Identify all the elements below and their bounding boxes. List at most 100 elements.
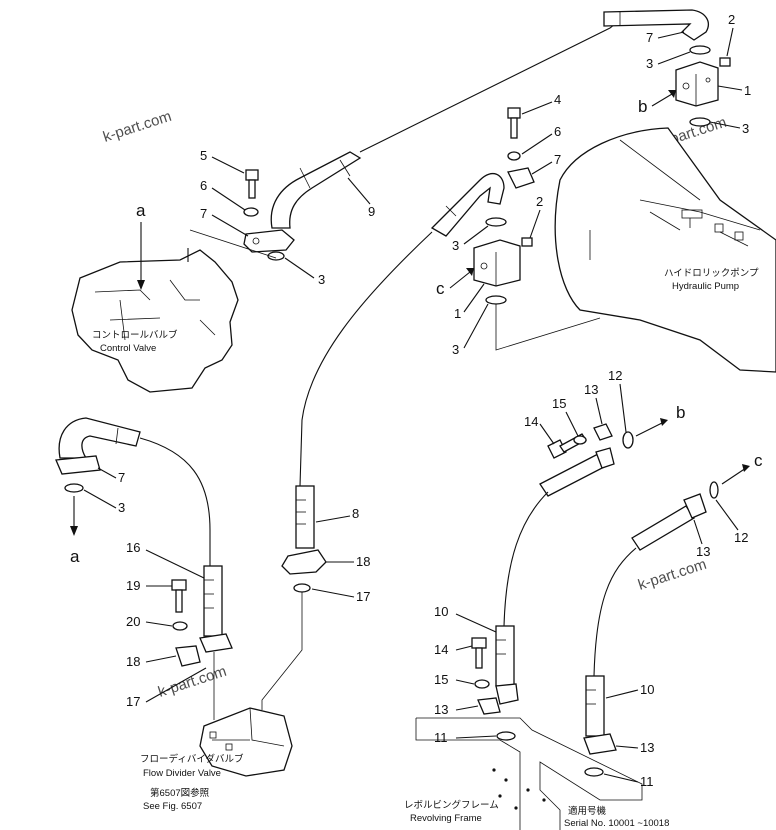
part-number-2-top: 2 — [728, 12, 735, 27]
revolving-frame-label-jp: レボルビングフレーム — [404, 799, 499, 811]
part-number-18-center: 18 — [356, 554, 370, 569]
part-number-3-mid: 3 — [742, 121, 749, 136]
watermark: k-part.com — [636, 556, 709, 594]
o-ring-3-top — [689, 45, 711, 55]
part-number-1-top: 1 — [744, 83, 751, 98]
control-valve-label-en: Control Valve — [100, 343, 156, 354]
block-1-top — [675, 61, 719, 107]
see-fig-label-jp: 第6507図参照 — [150, 787, 210, 799]
watermark: k-part.com — [156, 663, 229, 701]
hose-mid-to-8 — [299, 231, 433, 487]
part-number-13-bottom-right: 13 — [640, 740, 654, 755]
part-number-7-top: 7 — [646, 30, 653, 45]
part-number-7-mid: 7 — [554, 152, 561, 167]
arrow-b-bottom — [635, 421, 665, 437]
hose-b-to-10 — [503, 491, 549, 627]
o-ring-3-left-lower — [64, 483, 84, 493]
flange-13-bottom-left — [477, 697, 501, 715]
part-number-3-left-lower: 3 — [118, 500, 125, 515]
part-number-18-left: 18 — [126, 654, 140, 669]
control-valve-illustration — [71, 248, 239, 393]
flow-divider-valve-illustration — [199, 707, 293, 777]
part-number-10-left: 10 — [434, 604, 448, 619]
pipe-10-left — [495, 625, 515, 687]
part-number-19: 19 — [126, 578, 140, 593]
part-number-7-left-lower: 7 — [118, 470, 125, 485]
part-number-8: 8 — [352, 506, 359, 521]
part-number-12-top: 12 — [608, 368, 622, 383]
revolving-frame-illustration — [415, 717, 643, 830]
part-number-17-center: 17 — [356, 589, 370, 604]
washer-15-bottom — [474, 679, 490, 689]
elbow-left-lower — [58, 417, 141, 459]
part-number-14-bottom: 14 — [434, 642, 448, 657]
part-number-16: 16 — [126, 540, 140, 555]
part-number-4: 4 — [554, 92, 561, 107]
flange-pipe-16 — [199, 633, 233, 653]
pipe-10-right — [585, 675, 605, 737]
washer-20 — [172, 621, 188, 631]
o-ring-17-center — [293, 583, 311, 593]
part-number-1-mid: 1 — [454, 306, 461, 321]
part-number-6: 6 — [200, 178, 207, 193]
letter-b-top: b — [638, 97, 647, 116]
part-number-2-mid: 2 — [536, 194, 543, 209]
letter-c-bottom: c — [754, 451, 763, 470]
hydraulic-pump-label-en: Hydraulic Pump — [672, 281, 739, 292]
hose-9-to-pump — [359, 19, 621, 153]
pipe-9 — [270, 151, 362, 229]
part-number-17-left: 17 — [126, 694, 140, 709]
flange-7-left-lower — [55, 455, 101, 475]
arrow-c-bottom — [721, 467, 747, 485]
flow-divider-label-jp: フローディバイダバルブ — [140, 753, 244, 765]
washer-15-top — [573, 435, 587, 445]
part-number-13-bottom-left: 13 — [434, 702, 448, 717]
part-number-5: 5 — [200, 148, 207, 163]
part-number-3-pump-a: 3 — [452, 238, 459, 253]
flange-18-left — [175, 645, 201, 667]
see-fig-label-en: See Fig. 6507 — [143, 801, 202, 812]
flange-7-left — [243, 229, 295, 253]
o-ring-11-right — [584, 767, 604, 777]
revolving-frame-label-en: Revolving Frame — [410, 813, 482, 824]
flange-13-bottom-right — [583, 733, 617, 755]
o-ring-3-pump-a — [485, 217, 507, 227]
flange-7-mid — [507, 167, 535, 189]
part-number-15-bottom: 15 — [434, 672, 448, 687]
part-number-6-mid: 6 — [554, 124, 561, 139]
flange-18-center — [281, 549, 327, 575]
part-number-9: 9 — [368, 204, 375, 219]
part-number-12-c: 12 — [734, 530, 748, 545]
fitting-2-mid — [521, 237, 533, 247]
o-ring-11-left — [496, 731, 516, 741]
letter-a-top: a — [136, 201, 146, 220]
part-number-3-pump-b: 3 — [452, 342, 459, 357]
washer-6-left — [243, 207, 259, 217]
part-number-20: 20 — [126, 614, 140, 629]
hose-c-to-10 — [593, 547, 637, 677]
bolt-19 — [171, 579, 187, 613]
o-ring-12-c — [709, 481, 719, 499]
hose-fitting-c — [631, 493, 707, 551]
control-valve-label-jp: コントロールバルブ — [92, 329, 178, 341]
letter-a-bottom: a — [70, 547, 80, 566]
part-number-15-top: 15 — [552, 396, 566, 411]
pipe-8 — [295, 485, 315, 549]
bolt-5-left — [245, 169, 259, 199]
block-1-mid — [473, 239, 521, 287]
fitting-2-top — [719, 57, 731, 67]
letter-c-mid: c — [436, 279, 445, 298]
part-number-3-top: 3 — [646, 56, 653, 71]
elbow-mid — [430, 172, 505, 237]
pipe-16 — [203, 565, 223, 637]
o-ring-3-mid — [689, 117, 711, 127]
o-ring-12-top — [622, 431, 634, 449]
letter-b-bottom: b — [676, 403, 685, 422]
flow-divider-label-en: Flow Divider Valve — [143, 768, 221, 779]
o-ring-3-pump-b — [485, 295, 507, 305]
part-number-14-top: 14 — [524, 414, 538, 429]
elbow-top-right — [603, 9, 709, 41]
hydraulic-pump-illustration — [554, 127, 776, 373]
part-number-3: 3 — [318, 272, 325, 287]
o-ring-3-left — [267, 251, 285, 261]
